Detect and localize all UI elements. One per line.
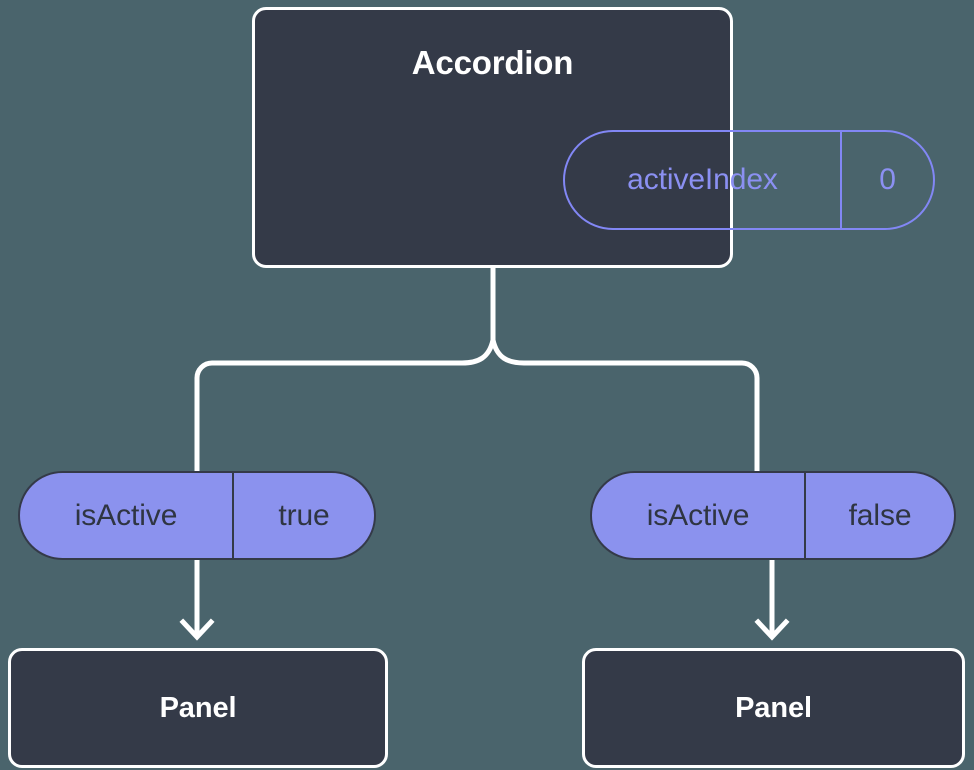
arrowhead-right-icon <box>754 618 790 641</box>
panel-right-prop-value: false <box>804 473 954 558</box>
accordion-node-title: Accordion <box>411 44 574 81</box>
arrowhead-left-icon <box>179 618 215 641</box>
panel-left-prop-key: isActive <box>74 498 178 532</box>
panel-left-prop-pill[interactable]: isActive true <box>18 471 376 560</box>
panel-right-node[interactable]: Panel <box>582 648 965 768</box>
panel-left-prop-value: true <box>232 473 374 558</box>
panel-left-title: Panel <box>159 691 237 724</box>
panel-right-title: Panel <box>735 691 812 724</box>
accordion-state-value: 0 <box>840 132 933 228</box>
edge-fork-left <box>194 339 496 471</box>
accordion-state-pill[interactable]: activeIndex 0 <box>563 130 935 230</box>
edge-fork-right <box>490 339 760 471</box>
panel-right-prop-pill[interactable]: isActive false <box>590 471 956 560</box>
accordion-state-key: activeIndex <box>627 163 778 196</box>
panel-left-node[interactable]: Panel <box>8 648 388 768</box>
panel-right-prop-key: isActive <box>646 498 750 532</box>
accordion-node[interactable]: Accordion activeIndex 0 <box>252 7 935 268</box>
